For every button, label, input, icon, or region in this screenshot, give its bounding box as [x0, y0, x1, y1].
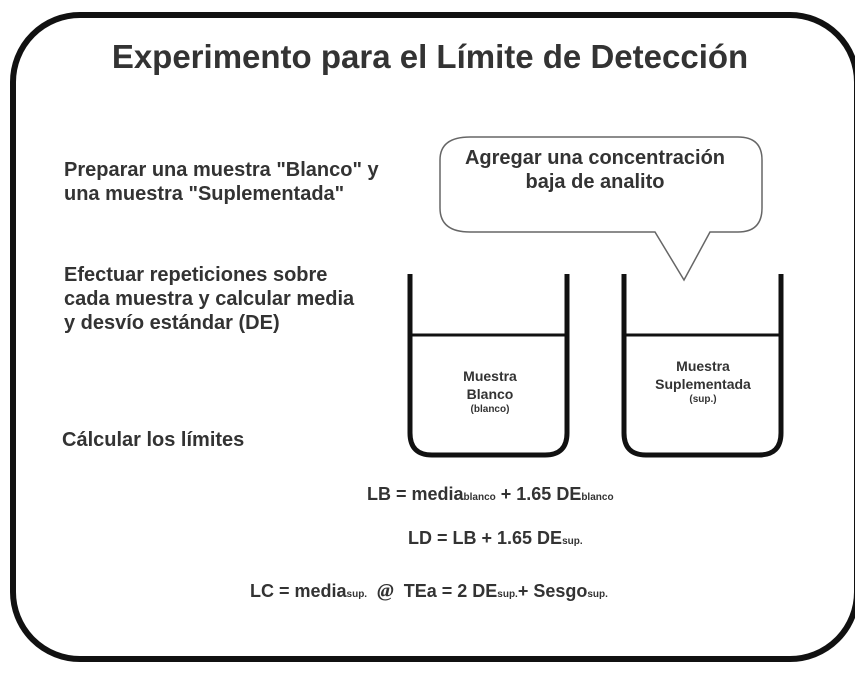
formula-lc-sub2: sup.: [497, 589, 518, 600]
cup-suplementada-label: Muestra Suplementada (sup.): [628, 357, 778, 407]
formula-lc-plus: + Sesgo: [517, 581, 588, 601]
step-calculate: Cálcular los límites: [62, 429, 245, 451]
callout-bubble: [439, 136, 763, 282]
callout-text: Agregar una concentración baja de analit…: [464, 147, 726, 193]
cup-suplementada-line2: Suplementada: [655, 376, 751, 392]
cup-blanco-line2: Blanco: [466, 386, 514, 402]
formula-lc-lhs: LC = media: [250, 581, 347, 601]
formula-ld: LD = LB + 1.65 DEsup.: [408, 528, 583, 549]
formula-lb: LB = mediablanco + 1.65 DEblanco: [367, 484, 614, 505]
formula-lb-sub1: blanco: [463, 492, 496, 503]
cup-blanco-small: (blanco): [470, 404, 510, 415]
formula-lc-at: @: [377, 580, 394, 602]
diagram-title: Experimento para el Límite de Detección: [111, 38, 749, 75]
formula-lb-sub2: blanco: [581, 492, 614, 503]
formula-ld-sub1: sup.: [562, 536, 583, 547]
formula-lc-tea: TEa = 2 DE: [403, 581, 498, 601]
cup-blanco-line1: Muestra: [463, 368, 517, 384]
cup-suplementada: [621, 274, 784, 458]
step-repeat: Efectuar repeticiones sobre cada muestra…: [64, 264, 355, 334]
formula-lb-mid: + 1.65 DE: [495, 484, 582, 504]
formula-ld-lhs: LD = LB + 1.65 DE: [408, 528, 563, 548]
formula-lc-sub3: sup.: [587, 589, 608, 600]
formula-lb-lhs: LB = media: [367, 484, 464, 504]
step-prepare: Preparar una muestra "Blanco" y una mues…: [64, 159, 379, 205]
cup-suplementada-small: (sup.): [689, 394, 717, 405]
formula-lc: LC = mediasup.@TEa = 2 DEsup.+ Sesgosup.: [250, 580, 608, 603]
cup-blanco: [407, 274, 570, 458]
cup-suplementada-line1: Muestra: [676, 358, 730, 374]
cup-blanco-label: Muestra Blanco (blanco): [420, 367, 560, 417]
formula-lc-sub1: sup.: [346, 589, 368, 600]
